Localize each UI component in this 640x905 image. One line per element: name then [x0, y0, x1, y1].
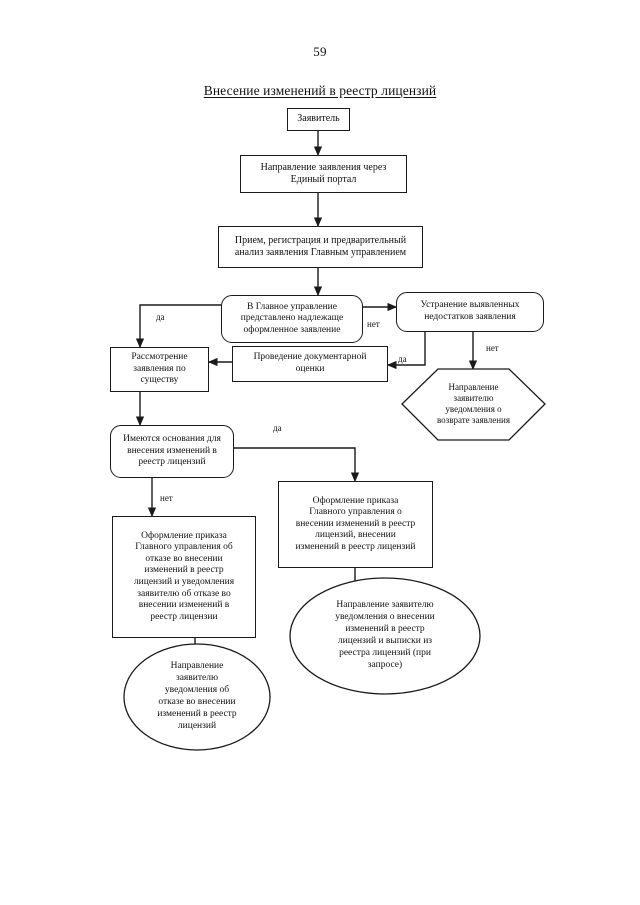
- edge-label-decision1-no: нет: [367, 319, 380, 329]
- edge-fix-yes-to-assessment: [386, 332, 426, 370]
- node-fix-deficiencies: Устранение выявленных недостатков заявле…: [396, 292, 544, 332]
- node-registration-analysis: Прием, регистрация и предварительный ана…: [218, 226, 423, 268]
- shape-ellipse-change-notice: [289, 577, 481, 695]
- node-decision-proper-application: В Главное управление представлено надлеж…: [221, 295, 363, 343]
- node-submit-via-portal-label: Направление заявления через Единый порта…: [260, 161, 387, 185]
- node-substantive-review: Рассмотрение заявления по существу: [110, 347, 209, 392]
- node-substantive-review-label: Рассмотрение заявления по существу: [131, 352, 188, 386]
- node-applicant: Заявитель: [287, 108, 350, 131]
- node-submit-via-portal: Направление заявления через Единый порта…: [240, 155, 407, 193]
- edge-decision2-yes-to-order: [234, 447, 360, 483]
- edge-label-decision2-yes: да: [273, 423, 282, 433]
- node-decision-grounds-exist: Имеются основания для внесения изменений…: [110, 425, 234, 478]
- node-documentary-assessment-label: Проведение документарной оценки: [253, 352, 367, 374]
- shape-ellipse-refusal-notice: [123, 643, 271, 751]
- node-fix-deficiencies-label: Устранение выявленных недостатков заявле…: [420, 300, 520, 322]
- node-order-refusal: Оформление приказа Главного управления о…: [112, 516, 256, 638]
- edge-label-fix-no: нет: [486, 343, 499, 353]
- edge-label-decision1-yes: да: [156, 312, 165, 322]
- node-decision-grounds-exist-label: Имеются основания для внесения изменений…: [123, 434, 221, 468]
- node-registration-analysis-label: Прием, регистрация и предварительный ана…: [234, 234, 407, 258]
- shape-hexagon-return-notice: [401, 368, 546, 441]
- node-applicant-label: Заявитель: [297, 113, 340, 125]
- node-order-make-changes-label: Оформление приказа Главного управления о…: [295, 495, 416, 552]
- edge-label-fix-yes: да: [398, 354, 407, 364]
- edge-decision1-yes-to-review: [135, 304, 221, 349]
- edge-label-decision2-no: нет: [160, 493, 173, 503]
- node-order-refusal-label: Оформление приказа Главного управления о…: [133, 530, 235, 622]
- node-decision-proper-application-label: В Главное управление представлено надлеж…: [240, 301, 344, 335]
- node-order-make-changes: Оформление приказа Главного управления о…: [278, 481, 433, 568]
- page-title: Внесение изменений в реестр лицензий: [203, 83, 437, 98]
- page-number: 59: [313, 44, 327, 59]
- node-documentary-assessment: Проведение документарной оценки: [232, 346, 388, 382]
